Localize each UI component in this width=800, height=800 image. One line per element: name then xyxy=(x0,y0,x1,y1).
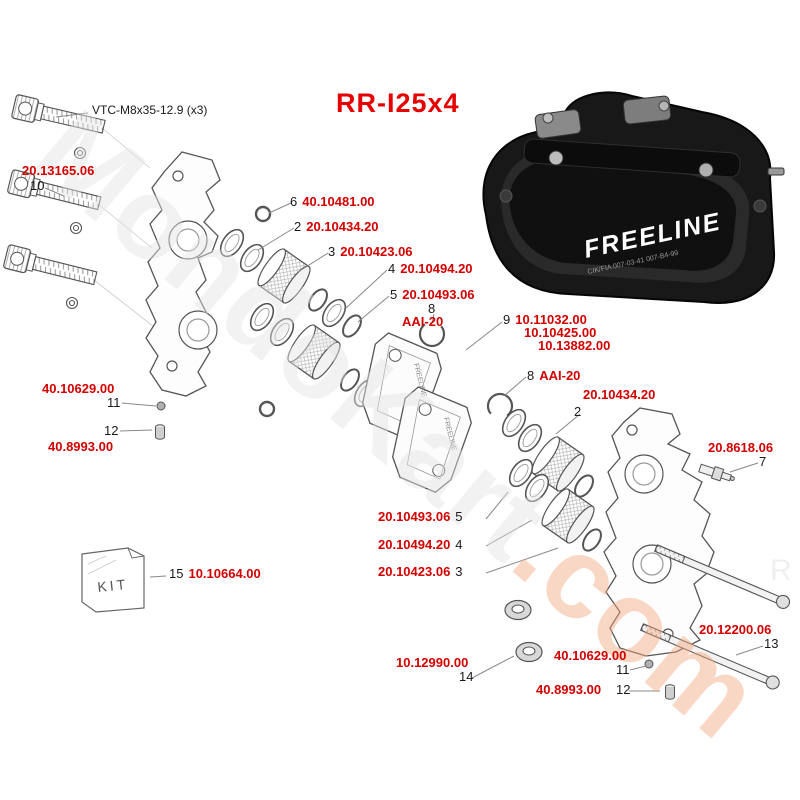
callout-num-11b: 11 xyxy=(616,662,630,677)
brake-pads: FREELINE FREELINE xyxy=(354,329,478,498)
callout-num-14: 14 xyxy=(459,669,474,684)
o-rings xyxy=(254,205,276,418)
callout-40-8993-b: 40.8993.00 xyxy=(536,682,602,697)
callout-num-11a: 11 xyxy=(107,395,121,410)
callout-num-7: 7 xyxy=(759,454,767,469)
callout-40-10629-a: 40.10629.00 xyxy=(42,381,115,396)
svg-text:R: R xyxy=(770,554,792,587)
callout-bolt-spec: VTC-M8x35-12.9 (x3) xyxy=(92,103,208,117)
callout-num-8a: 8 xyxy=(428,301,436,316)
callout-10-12990: 10.12990.00 xyxy=(396,655,469,670)
callout-20-13165-06: 20.13165.06 xyxy=(22,163,95,178)
kit-box: KIT xyxy=(81,547,145,613)
assembly-axis-lines xyxy=(93,127,159,331)
socket-bolts xyxy=(2,93,107,310)
callout-10-13882: 10.13882.00 xyxy=(538,338,611,353)
callout-10-10425: 10.10425.00 xyxy=(524,325,597,340)
pad-pins xyxy=(639,544,791,690)
callout-aai-20-a: AAI-20 xyxy=(402,314,444,329)
callout-num-2b: 2 xyxy=(574,404,582,419)
callout-num-12a: 12 xyxy=(104,423,119,438)
leader-lines xyxy=(44,112,764,692)
callout-num-13: 13 xyxy=(764,636,779,651)
callout-40-8993-a: 40.8993.00 xyxy=(48,439,114,454)
caliper-photo: FREELINE CIK/FIA 007-03-41 007-B4-99 xyxy=(482,91,785,304)
left-caliper-half xyxy=(145,151,221,397)
callout-20-12200: 20.12200.06 xyxy=(699,622,772,637)
kit-label: KIT xyxy=(97,576,129,595)
callout-num-10: 10 xyxy=(30,178,45,193)
callout-num-12b: 12 xyxy=(616,682,631,697)
callout-40-10629-b: 40.10629.00 xyxy=(554,648,627,663)
callout-20-10434-b: 20.10434.20 xyxy=(583,387,656,402)
detent-balls-and-grub-screws xyxy=(155,401,675,700)
bleed-screw xyxy=(698,463,735,482)
callout-20-8618: 20.8618.06 xyxy=(708,440,774,455)
page-title: RR-I25x4 xyxy=(336,88,460,118)
